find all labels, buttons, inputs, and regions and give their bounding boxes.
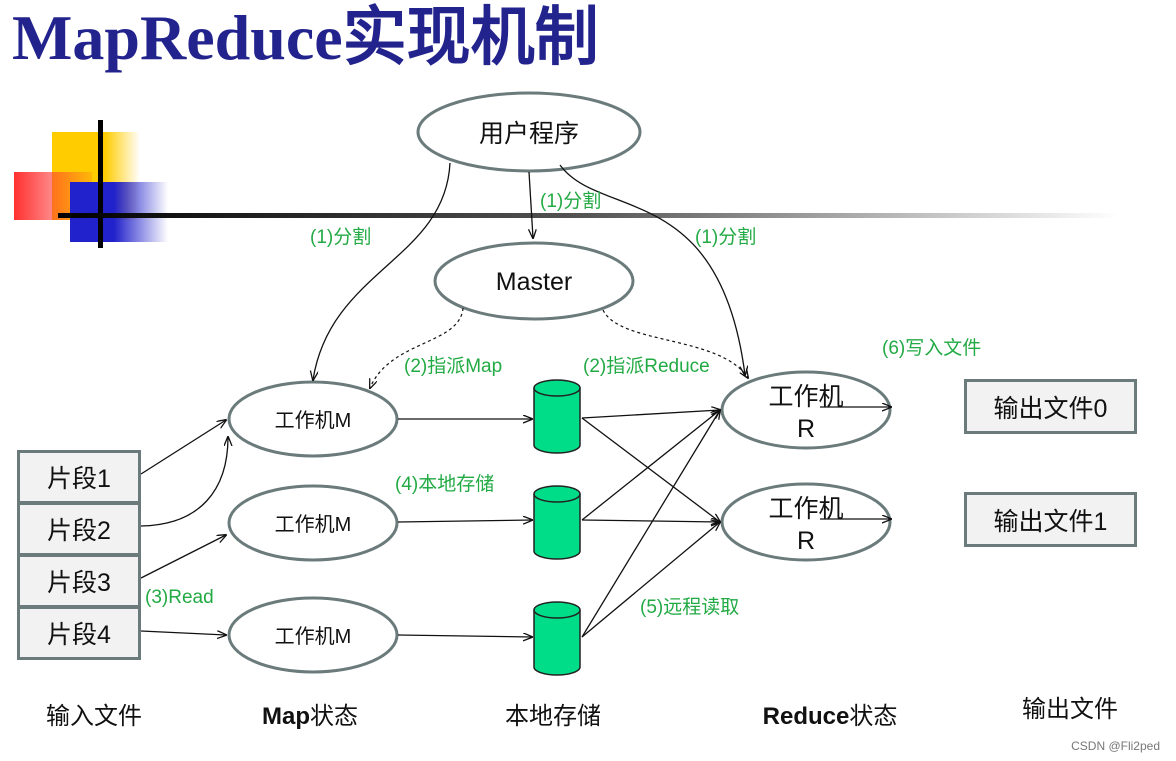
remote-read-arrows bbox=[581, 410, 720, 638]
watermark: CSDN @Fli2ped bbox=[1071, 739, 1160, 753]
bottom-label-local: 本地存储 bbox=[505, 703, 601, 730]
map-worker-3: 工作机M bbox=[227, 596, 399, 674]
output-file-1: 输出文件1 bbox=[964, 492, 1137, 547]
local-store-label: (4)本地存储 bbox=[395, 473, 494, 495]
write-file-label: (6)写入文件 bbox=[882, 337, 981, 359]
bottom-label-output: 输出文件 bbox=[1022, 696, 1118, 723]
bottom-label-reduce-state: Reduce状态 bbox=[763, 703, 898, 730]
input-segment-3: 片段3 bbox=[17, 554, 141, 608]
master-label: Master bbox=[496, 268, 572, 296]
reduce-worker-label-1: 工作机 bbox=[768, 495, 843, 523]
page-title: MapReduce实现机制 bbox=[12, 2, 599, 73]
map-worker-label: 工作机M bbox=[275, 513, 352, 536]
decor-horizontal-line bbox=[58, 213, 1118, 218]
map-worker-2: 工作机M bbox=[227, 484, 399, 562]
remote-read-label: (5)远程读取 bbox=[640, 596, 739, 618]
input-segment-2: 片段2 bbox=[17, 502, 141, 556]
split-arrows bbox=[313, 162, 745, 380]
bottom-label-reduce-rest: 状态 bbox=[849, 703, 897, 730]
store-arrows bbox=[397, 419, 532, 637]
bottom-label-map-rest: 状态 bbox=[310, 703, 358, 730]
split-label-right: (1)分割 bbox=[695, 226, 756, 248]
bottom-label-map-bold: Map bbox=[262, 703, 310, 730]
output-file-0: 输出文件0 bbox=[964, 379, 1137, 434]
reduce-worker-label-2: R bbox=[797, 415, 815, 443]
decor-vertical-line bbox=[98, 120, 103, 248]
assign-arrows bbox=[370, 307, 748, 388]
map-worker-1: 工作机M bbox=[227, 380, 399, 458]
reduce-worker-label-1: 工作机 bbox=[768, 383, 843, 411]
assign-map-label: (2)指派Map bbox=[404, 355, 502, 377]
read-arrows bbox=[140, 420, 228, 635]
bottom-label-reduce-bold: Reduce bbox=[763, 703, 850, 730]
bottom-label-input: 输入文件 bbox=[46, 703, 142, 730]
reduce-worker-1: 工作机 R bbox=[720, 370, 892, 450]
master-node: Master bbox=[433, 241, 635, 321]
write-arrows bbox=[820, 407, 891, 519]
local-storage-cylinder-3 bbox=[533, 601, 581, 676]
input-segment-1: 片段1 bbox=[17, 450, 141, 504]
map-worker-label: 工作机M bbox=[275, 625, 352, 648]
decor-blue-square bbox=[70, 182, 168, 242]
read-label: (3)Read bbox=[145, 587, 214, 608]
bottom-label-map-state: Map状态 bbox=[262, 703, 358, 730]
split-label-left: (1)分割 bbox=[310, 226, 371, 248]
user-program-node: 用户程序 bbox=[416, 91, 642, 173]
reduce-worker-label-2: R bbox=[797, 527, 815, 555]
split-label-center: (1)分割 bbox=[540, 190, 601, 212]
assign-reduce-label: (2)指派Reduce bbox=[583, 355, 710, 377]
input-segment-4: 片段4 bbox=[17, 606, 141, 660]
map-worker-label: 工作机M bbox=[275, 409, 352, 432]
local-storage-cylinder-1 bbox=[533, 379, 581, 454]
local-storage-cylinder-2 bbox=[533, 485, 581, 560]
user-program-label: 用户程序 bbox=[479, 120, 579, 148]
reduce-worker-2: 工作机 R bbox=[720, 482, 892, 562]
